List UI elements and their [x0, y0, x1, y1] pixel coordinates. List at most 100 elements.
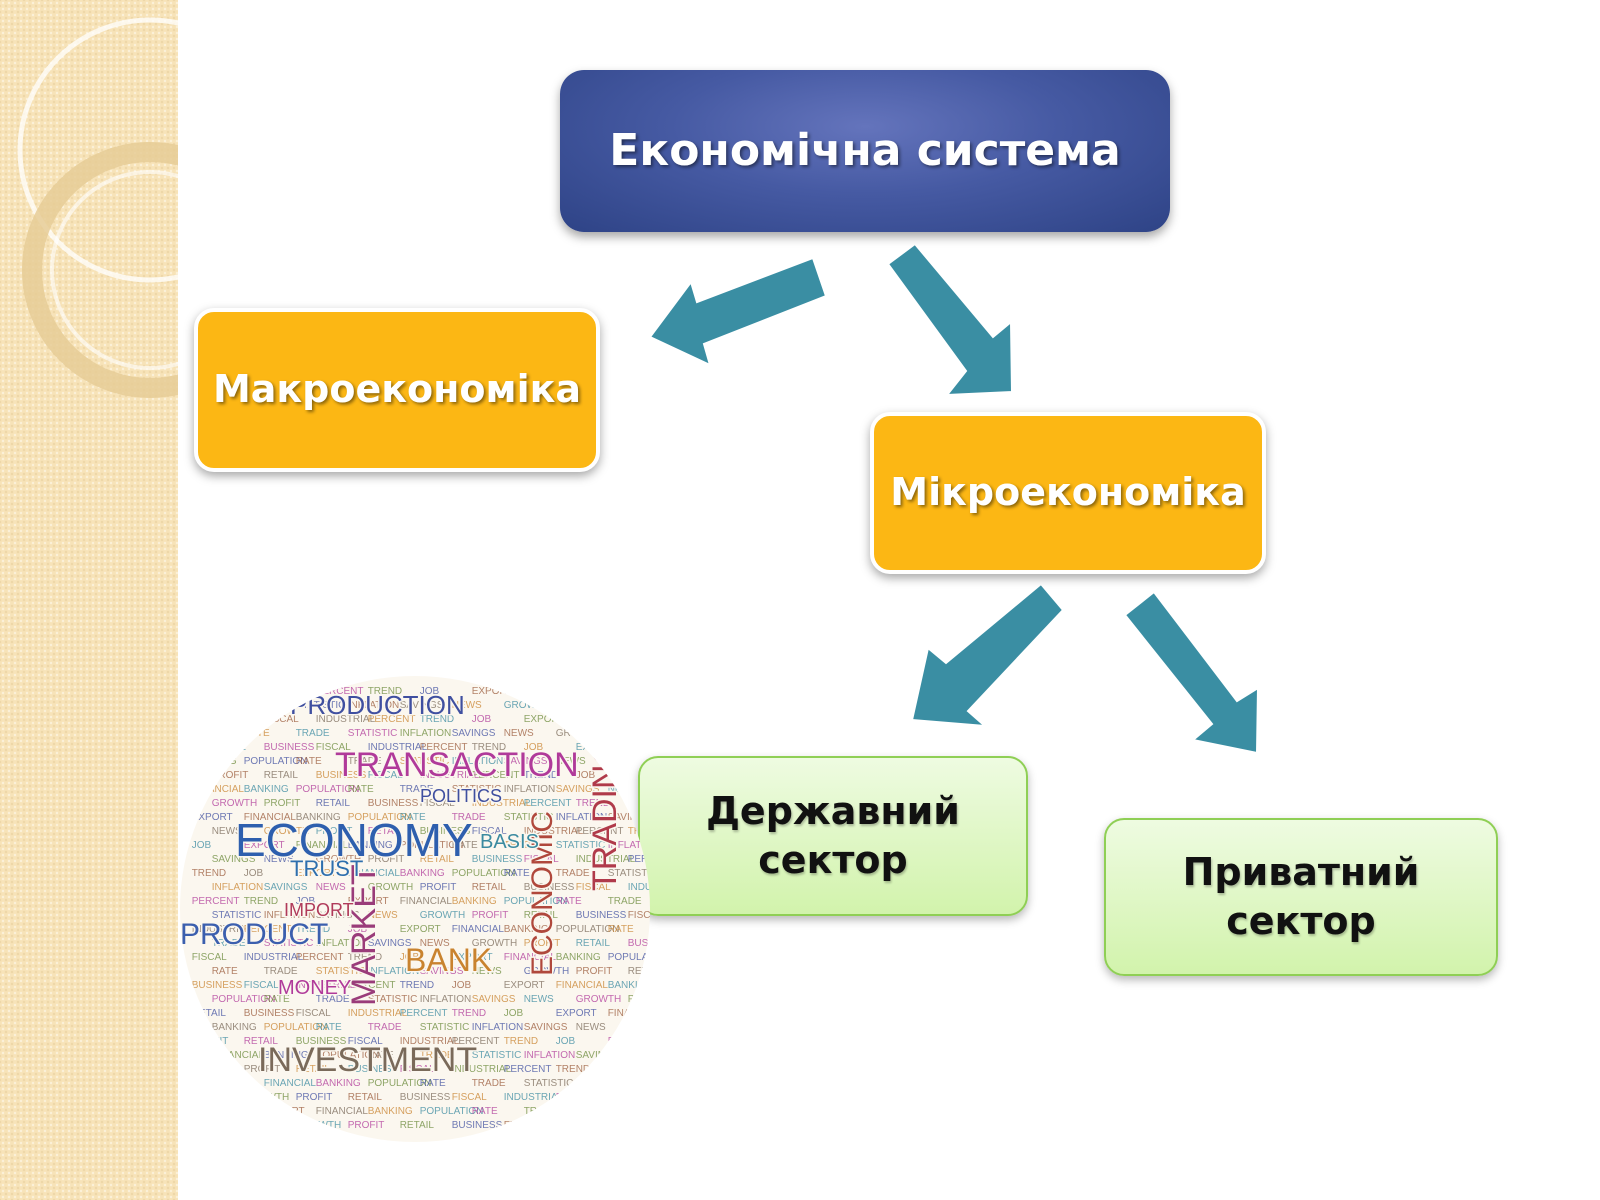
- microeconomics-node: Мікроекономіка: [870, 412, 1266, 574]
- word-cloud-small-word: BUSINESS: [244, 1008, 295, 1019]
- private-sector-node: Приватний сектор: [1104, 818, 1498, 976]
- word-cloud-small-word: FISCAL: [244, 980, 279, 991]
- word-cloud-small-word: PROFIT: [472, 910, 509, 921]
- word-cloud-small-word: RETAIL: [348, 1092, 383, 1103]
- word-cloud-small-word: BUSINESS: [472, 854, 523, 865]
- word-cloud-small-word: GROWTH: [420, 910, 466, 921]
- word-cloud-small-word: BANKING: [212, 1022, 257, 1033]
- word-cloud-small-word: STATISTIC: [472, 1050, 522, 1061]
- word-cloud-small-word: BANKING: [400, 868, 445, 879]
- word-cloud-small-word: FINANCIAL: [264, 1078, 317, 1089]
- word-cloud-small-word: INFLATION: [472, 1022, 523, 1033]
- word-cloud-small-word: PERCENT: [192, 896, 240, 907]
- word-cloud-small-word: JOB: [504, 1008, 524, 1019]
- word-cloud-small-word: INFLATION: [212, 882, 263, 893]
- word-cloud-small-word: RATE: [212, 966, 238, 977]
- word-cloud-small-word: EXPORT: [556, 1008, 597, 1019]
- word-cloud-small-word: FISCAL: [192, 952, 227, 963]
- word-cloud-small-word: BANKING: [556, 952, 601, 963]
- economic-system-node: Економічна система: [560, 70, 1170, 232]
- word-cloud-small-word: BUSINESS: [264, 742, 315, 753]
- word-cloud-small-word: FISCAL: [452, 1092, 487, 1103]
- word-cloud-small-word: EXPORT: [504, 980, 545, 991]
- word-cloud-small-word: FINANCIAL: [452, 924, 505, 935]
- word-cloud-small-word: RETAIL: [400, 1120, 435, 1131]
- word-cloud-small-word: BANKING: [244, 784, 289, 795]
- word-cloud-small-word: SAVINGS: [452, 728, 496, 739]
- arrow-to-state-sector: [912, 584, 1063, 726]
- word-cloud-small-word: RATE: [472, 1106, 498, 1117]
- word-cloud-small-word: BUSINESS: [192, 980, 243, 991]
- word-cloud-small-word: SAVINGS: [472, 994, 516, 1005]
- word-cloud-small-word: TREND: [400, 980, 434, 991]
- word-cloud-small-word: TRADE: [472, 1078, 506, 1089]
- word-cloud-small-word: RETAIL: [316, 798, 351, 809]
- word-cloud-small-word: PERCENT: [400, 1008, 448, 1019]
- private-sector-label-line1: Приватний: [1183, 848, 1420, 897]
- word-cloud-small-word: FINANCIAL: [556, 980, 609, 991]
- word-cloud-small-word: JOB: [472, 714, 492, 725]
- word-cloud-small-word: NEWS: [524, 994, 554, 1005]
- word-cloud-small-word: BANKING: [368, 1106, 413, 1117]
- economic-system-label: Економічна система: [609, 122, 1120, 179]
- word-cloud-small-word: INDUSTRIAL: [244, 952, 304, 963]
- word-cloud-small-word: BANKING: [316, 1078, 361, 1089]
- word-cloud-small-word: PROFIT: [264, 798, 301, 809]
- word-cloud-small-word: NEWS: [316, 882, 346, 893]
- word-cloud-small-word: PERCENT: [296, 952, 344, 963]
- word-cloud-small-word: TREND: [504, 1036, 538, 1047]
- word-cloud-small-word: JOB: [192, 840, 212, 851]
- word-cloud-small-word: FISCAL: [296, 1008, 331, 1019]
- state-sector-label-line2: сектор: [706, 836, 960, 885]
- word-cloud-small-word: NEWS: [504, 728, 534, 739]
- word-cloud-small-word: RATE: [556, 896, 582, 907]
- word-cloud-small-word: BANKING: [452, 896, 497, 907]
- word-cloud-word: TRUST: [290, 856, 363, 881]
- word-cloud-small-word: TREND: [244, 896, 278, 907]
- word-cloud-small-word: BUSINESS: [576, 910, 627, 921]
- word-cloud-small-word: INFLATION: [524, 1050, 575, 1061]
- word-cloud-word: BASIS: [480, 831, 539, 853]
- word-cloud-small-word: EXPORT: [400, 924, 441, 935]
- state-sector-label-line1: Державний: [706, 787, 960, 836]
- arrow-to-macro: [650, 258, 826, 365]
- word-cloud-small-word: RETAIL: [576, 938, 611, 949]
- word-cloud-word: BANK: [405, 942, 492, 978]
- word-cloud-word: MONEY: [278, 977, 351, 999]
- word-cloud-small-word: BUSINESS: [628, 938, 650, 949]
- word-cloud-small-word: RATE: [348, 784, 374, 795]
- word-cloud-small-word: GROWTH: [212, 798, 258, 809]
- state-sector-node: Державний сектор: [638, 756, 1028, 916]
- word-cloud-word: INVESTMENT: [258, 1041, 477, 1079]
- arrow-to-micro: [888, 244, 1012, 395]
- word-cloud-word: IMPORT: [284, 900, 354, 920]
- word-cloud-small-word: INDUSTRIAL: [348, 1008, 408, 1019]
- word-cloud-small-word: PROFIT: [420, 882, 457, 893]
- macroeconomics-node: Макроекономіка: [194, 308, 600, 472]
- word-cloud-small-word: FINANCIAL: [316, 1106, 369, 1117]
- word-cloud-small-word: RATE: [608, 924, 634, 935]
- word-cloud-small-word: TRADE: [296, 728, 330, 739]
- word-cloud-small-word: JOB: [244, 868, 264, 879]
- word-cloud-small-word: INDUSTRIAL: [628, 882, 650, 893]
- word-cloud-small-word: STATISTIC: [348, 728, 398, 739]
- word-cloud-small-word: FINANCIAL: [400, 896, 453, 907]
- word-cloud-small-word: TREND: [192, 868, 226, 879]
- word-cloud-small-word: JOB: [556, 1036, 576, 1047]
- word-cloud-small-word: INFLATION: [420, 994, 471, 1005]
- word-cloud-small-word: BUSINESS: [400, 1092, 451, 1103]
- word-cloud-small-word: PROFIT: [296, 1092, 333, 1103]
- word-cloud-small-word: PERCENT: [524, 798, 572, 809]
- word-cloud-small-word: RETAIL: [264, 770, 299, 781]
- word-cloud-small-word: POPULATION: [608, 952, 650, 963]
- word-cloud-small-word: GROWTH: [576, 994, 622, 1005]
- word-cloud-small-word: JOB: [452, 980, 472, 991]
- word-cloud-small-word: PERCENT: [504, 1064, 552, 1075]
- word-cloud-small-word: RETAIL: [472, 882, 507, 893]
- word-cloud-small-word: PROFIT: [576, 966, 613, 977]
- word-cloud-small-word: STATISTIC: [420, 1022, 470, 1033]
- arrow-to-private-sector: [1125, 592, 1258, 753]
- word-cloud-word: TRANSACTION: [335, 746, 579, 784]
- word-cloud-small-word: BUSINESS: [368, 798, 419, 809]
